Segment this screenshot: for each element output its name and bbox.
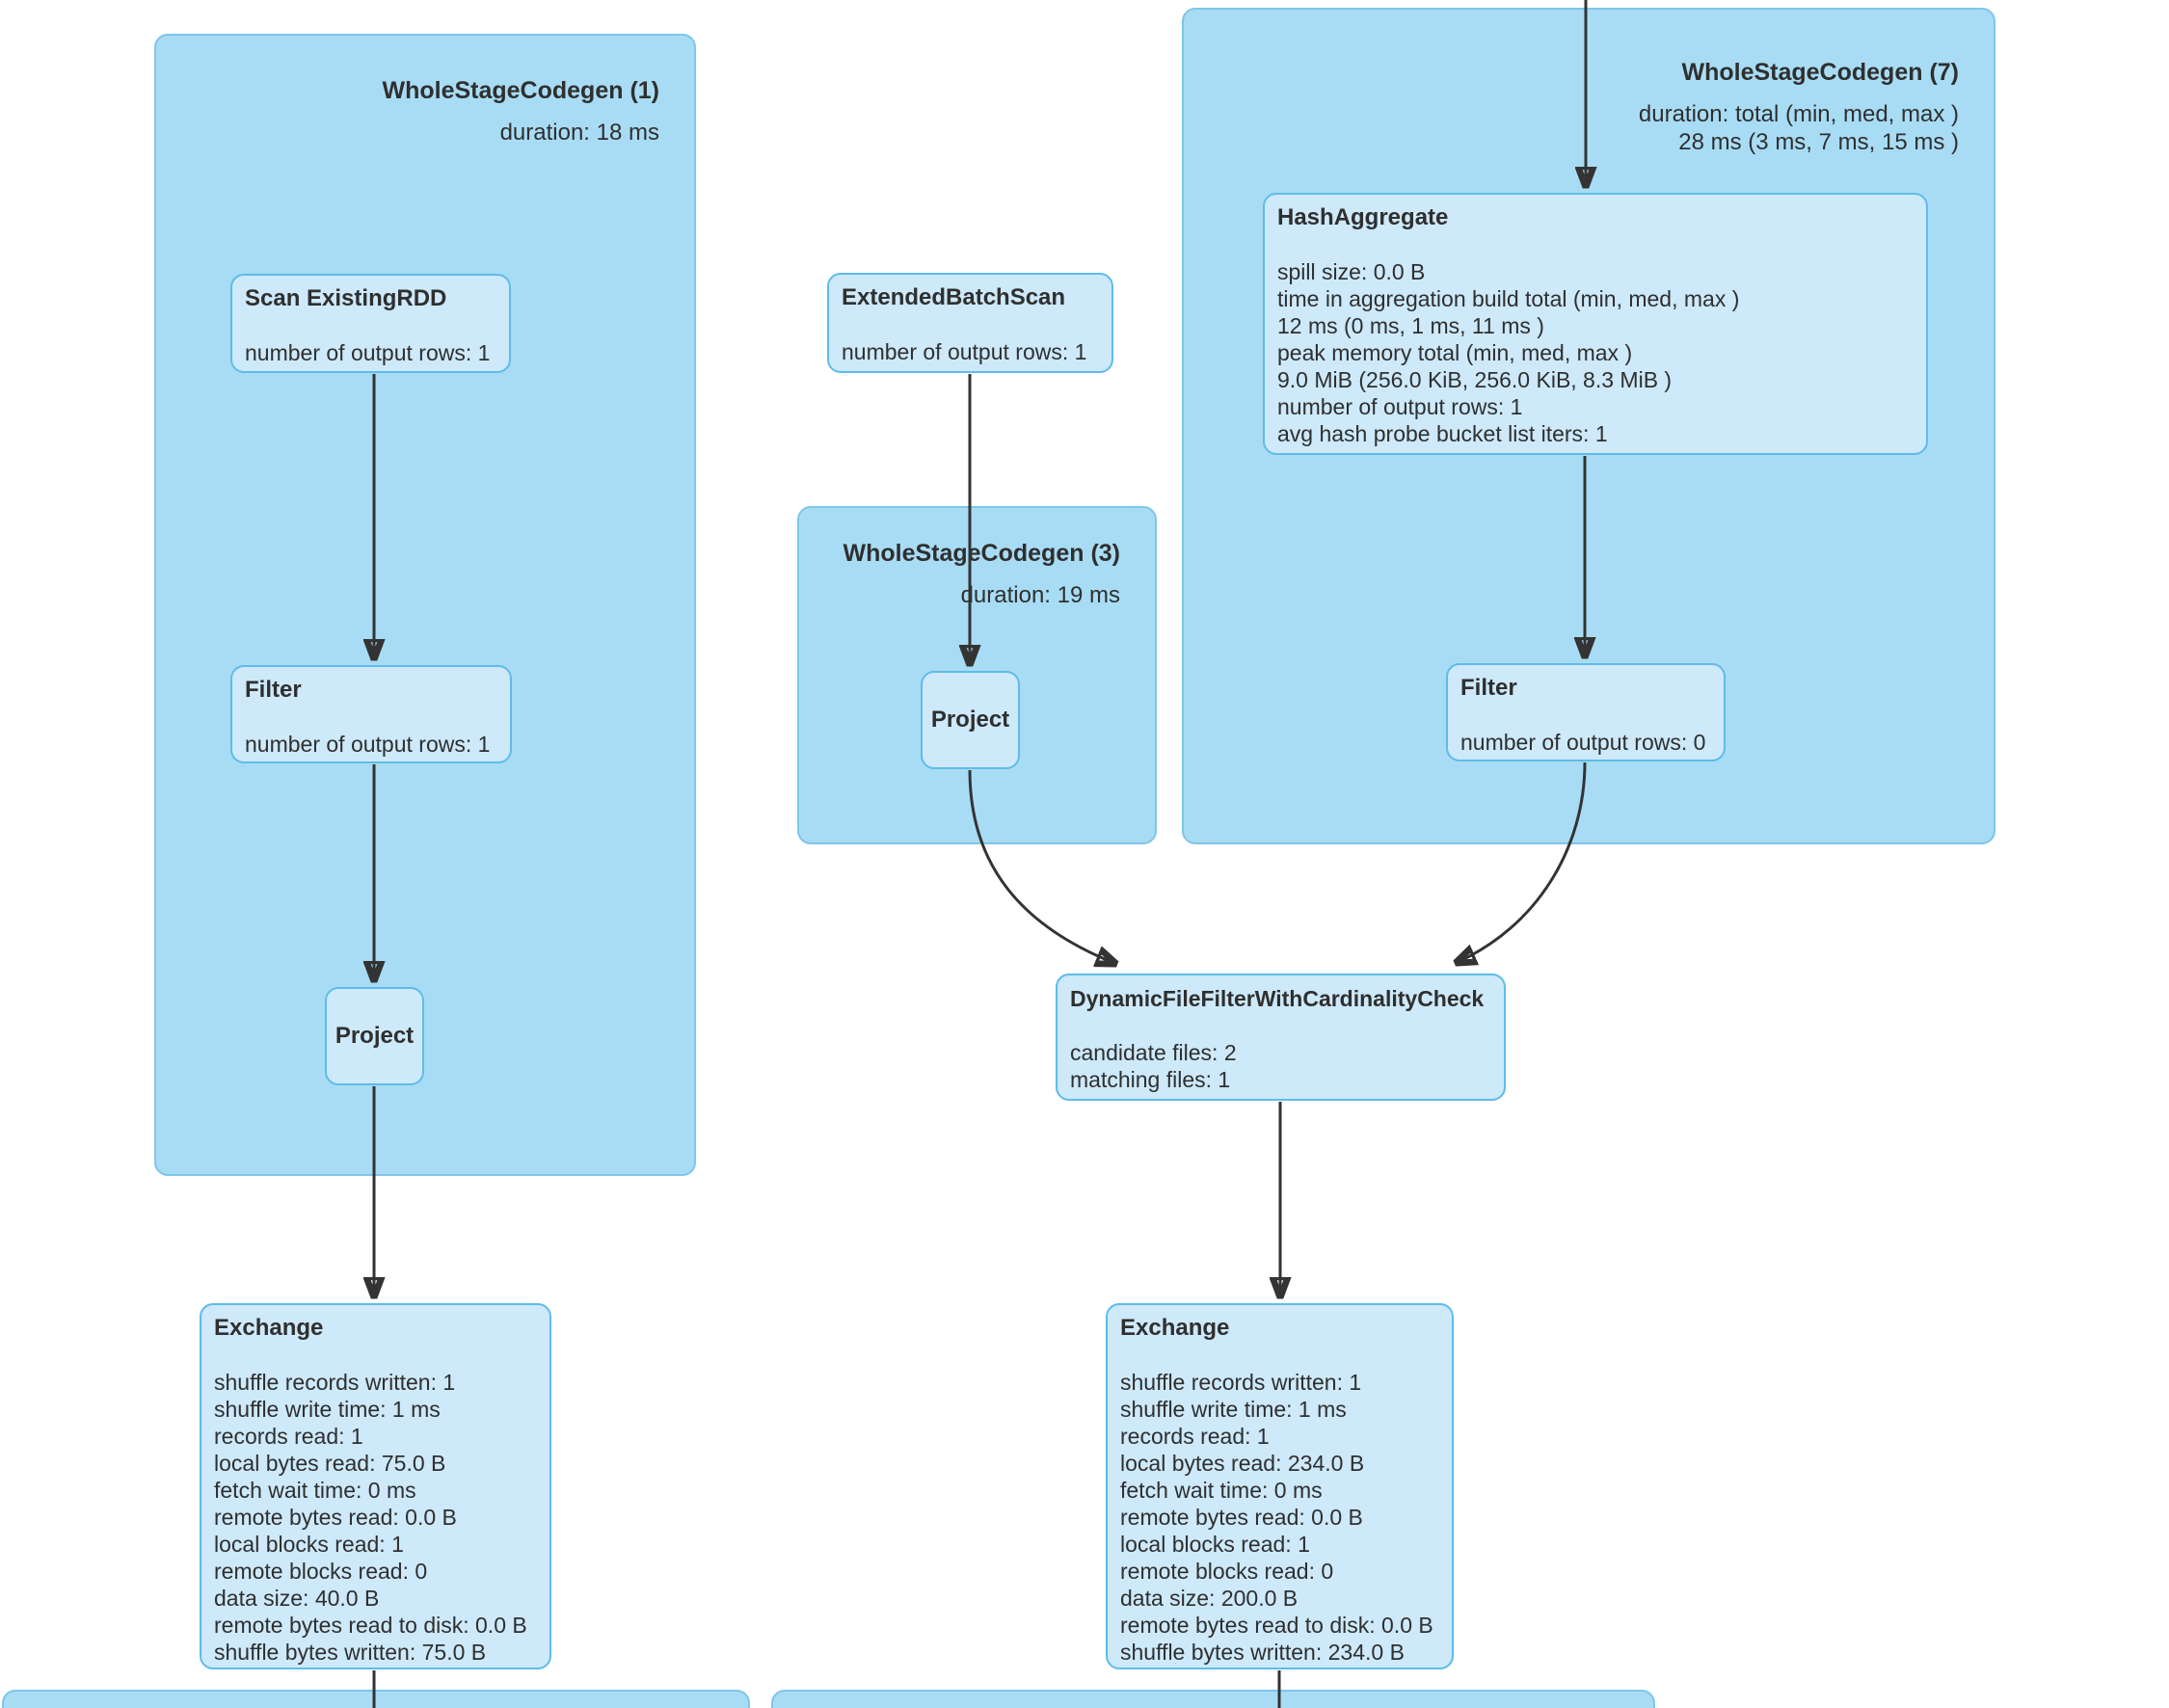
cluster-header: WholeStageCodegen (7) duration: total (m… (1639, 58, 1959, 156)
node-title: Filter (245, 677, 302, 703)
metric-line: avg hash probe bucket list iters: 1 (1277, 421, 1608, 446)
node-scan-existingrdd[interactable]: Scan ExistingRDD number of output rows: … (230, 274, 511, 373)
metric-line: fetch wait time: 0 ms (1120, 1478, 1323, 1503)
node-dynamicfilefilterwithcardinalitycheck[interactable]: DynamicFileFilterWithCardinalityCheck ca… (1056, 974, 1506, 1101)
cluster-duration: duration: 19 ms (843, 581, 1120, 609)
metric-line: 12 ms (0 ms, 1 ms, 11 ms ) (1277, 313, 1544, 338)
cluster-bottom-middle-partial (771, 1690, 1655, 1708)
metric-line: duration: 19 ms (960, 582, 1120, 608)
node-title: ExtendedBatchScan (842, 284, 1066, 310)
metric-line: remote blocks read: 0 (1120, 1559, 1334, 1584)
metric-line: shuffle bytes written: 75.0 B (214, 1640, 487, 1665)
metric-line: 9.0 MiB (256.0 KiB, 256.0 KiB, 8.3 MiB ) (1277, 367, 1673, 392)
metric-line: number of output rows: 1 (1277, 394, 1523, 419)
node-filter-left[interactable]: Filter number of output rows: 1 (230, 665, 512, 763)
metric-line: shuffle records written: 1 (1120, 1370, 1362, 1395)
node-metrics: number of output rows: 1 (245, 731, 497, 758)
metric-line: number of output rows: 1 (245, 732, 491, 757)
metric-line: remote bytes read: 0.0 B (1120, 1505, 1363, 1530)
metric-line: remote bytes read to disk: 0.0 B (1120, 1613, 1433, 1638)
metric-line: remote blocks read: 0 (214, 1559, 428, 1584)
metric-line: records read: 1 (1120, 1424, 1270, 1449)
cluster-duration: duration: 18 ms (382, 119, 659, 147)
metric-line: shuffle write time: 1 ms (214, 1397, 441, 1422)
cluster-duration: duration: total (min, med, max )28 ms (3… (1639, 100, 1959, 156)
metric-line: shuffle bytes written: 234.0 B (1120, 1640, 1405, 1665)
metric-line: matching files: 1 (1070, 1067, 1231, 1092)
metric-line: remote bytes read to disk: 0.0 B (214, 1613, 527, 1638)
node-title: Exchange (214, 1315, 324, 1341)
node-metrics: number of output rows: 0 (1460, 729, 1711, 756)
node-title: HashAggregate (1277, 204, 1449, 230)
node-metrics: number of output rows: 1 (245, 339, 496, 366)
cluster-header: WholeStageCodegen (3) duration: 19 ms (843, 539, 1120, 609)
node-title: DynamicFileFilterWithCardinalityCheck (1070, 986, 1485, 1011)
metric-line: number of output rows: 1 (245, 340, 491, 365)
node-title: Project (930, 707, 1010, 733)
node-metrics: number of output rows: 1 (842, 338, 1099, 365)
node-extendedbatchscan[interactable]: ExtendedBatchScan number of output rows:… (827, 273, 1113, 373)
cluster-bottom-left-partial (2, 1690, 750, 1708)
metric-line: spill size: 0.0 B (1277, 259, 1426, 284)
cluster-header: WholeStageCodegen (1) duration: 18 ms (382, 76, 659, 147)
metric-line: local bytes read: 234.0 B (1120, 1451, 1365, 1476)
node-title: Project (335, 1023, 415, 1049)
metric-line: time in aggregation build total (min, me… (1277, 286, 1740, 311)
node-filter-right[interactable]: Filter number of output rows: 0 (1446, 663, 1726, 761)
metric-line: shuffle records written: 1 (214, 1370, 456, 1395)
node-title: Filter (1460, 675, 1517, 701)
metric-line: local blocks read: 1 (214, 1532, 404, 1557)
node-project-left[interactable]: Project (325, 987, 424, 1085)
metric-line: shuffle write time: 1 ms (1120, 1397, 1347, 1422)
metric-line: peak memory total (min, med, max ) (1277, 340, 1633, 365)
node-title: Scan ExistingRDD (245, 285, 447, 311)
cluster-title: WholeStageCodegen (7) (1681, 59, 1959, 86)
metric-line: number of output rows: 0 (1460, 730, 1706, 755)
node-title: Exchange (1120, 1315, 1230, 1341)
metric-line: data size: 40.0 B (214, 1586, 380, 1611)
cluster-title: WholeStageCodegen (1) (382, 77, 659, 104)
metric-line: candidate files: 2 (1070, 1040, 1237, 1065)
metric-line: number of output rows: 1 (842, 339, 1087, 364)
metric-line: fetch wait time: 0 ms (214, 1478, 416, 1503)
node-project-middle[interactable]: Project (921, 671, 1020, 769)
metric-line: records read: 1 (214, 1424, 363, 1449)
metric-line: 28 ms (3 ms, 7 ms, 15 ms ) (1678, 129, 1959, 155)
metric-line: remote bytes read: 0.0 B (214, 1505, 457, 1530)
metric-line: local bytes read: 75.0 B (214, 1451, 446, 1476)
metric-line: duration: total (min, med, max ) (1638, 101, 1959, 127)
metric-line: duration: 18 ms (499, 120, 659, 146)
cluster-title: WholeStageCodegen (3) (843, 540, 1120, 567)
metric-line: local blocks read: 1 (1120, 1532, 1310, 1557)
cluster-wholestagecodegen-1: WholeStageCodegen (1) duration: 18 ms (154, 34, 696, 1176)
metric-line: data size: 200.0 B (1120, 1586, 1299, 1611)
